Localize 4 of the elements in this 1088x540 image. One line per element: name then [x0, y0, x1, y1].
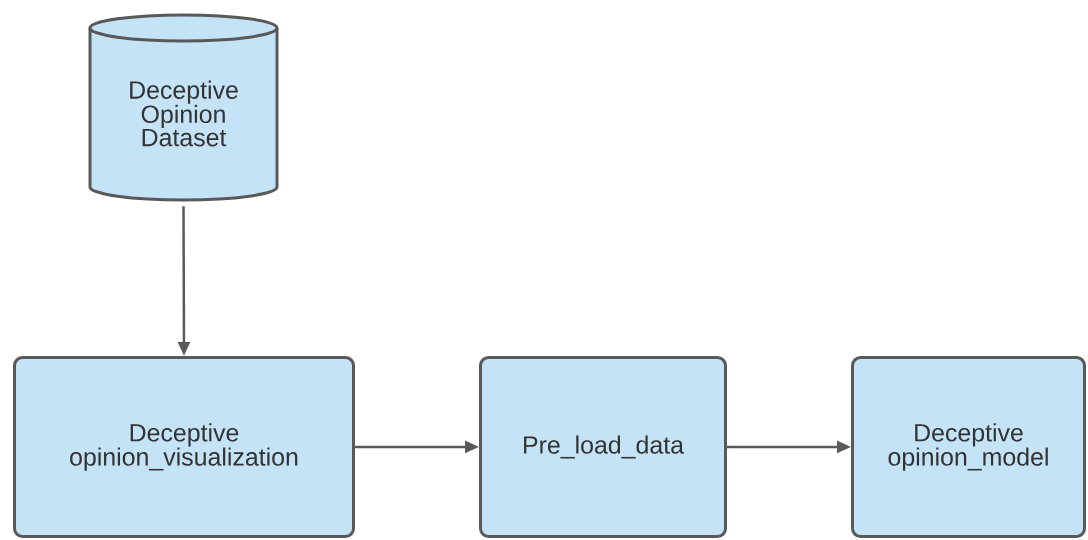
process-box: Pre_load_data [479, 356, 727, 538]
database-cylinder: Deceptive Opinion Dataset [88, 13, 279, 202]
process-box: Deceptive opinion_visualization [13, 356, 355, 538]
process-box: Deceptive opinion_model [851, 356, 1086, 538]
